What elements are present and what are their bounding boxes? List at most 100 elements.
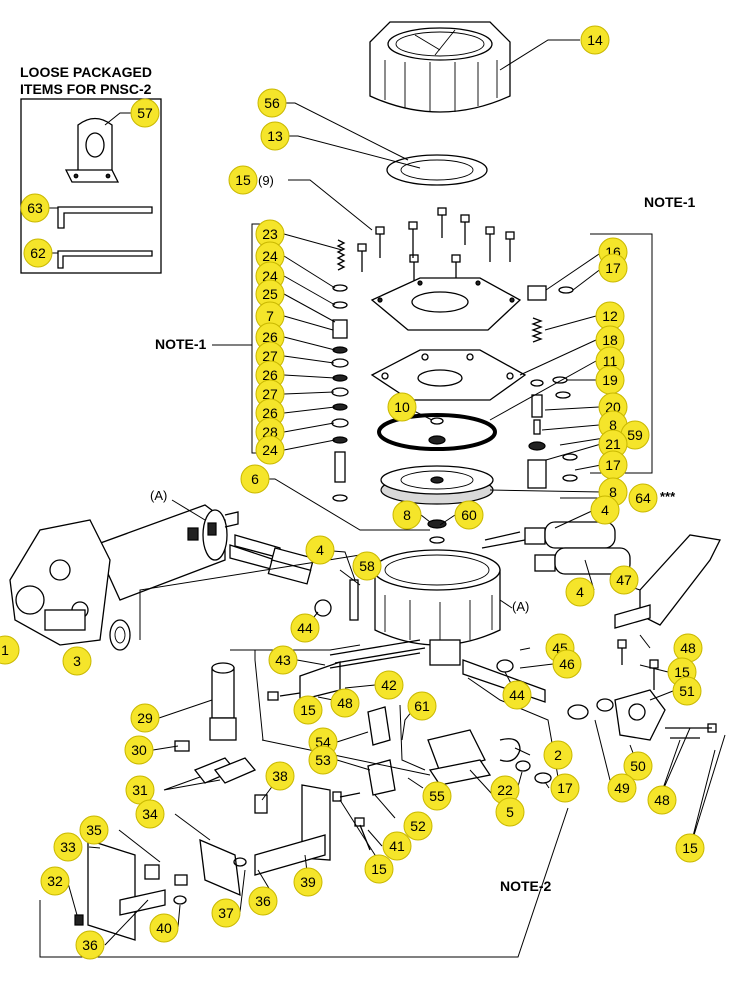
- motor-assembly: [9, 504, 239, 651]
- gasket: [370, 349, 527, 401]
- svg-text:34: 34: [142, 806, 158, 822]
- svg-text:21: 21: [605, 436, 621, 452]
- valve-stack-right: [527, 285, 578, 489]
- callout-30: 30: [124, 735, 154, 765]
- svg-text:17: 17: [605, 457, 621, 473]
- callout-51: 51: [672, 676, 702, 706]
- hose-fittings: [229, 521, 631, 585]
- svg-text:38: 38: [272, 768, 288, 784]
- svg-text:51: 51: [679, 683, 695, 699]
- callout-17-c: 17: [550, 773, 580, 803]
- svg-text:61: 61: [414, 698, 430, 714]
- svg-text:49: 49: [614, 780, 630, 796]
- callout-39: 39: [293, 867, 323, 897]
- callout-22: 22: [490, 775, 520, 805]
- svg-text:3: 3: [73, 653, 81, 669]
- svg-text:23: 23: [262, 226, 278, 242]
- callout-21: 21: [598, 429, 628, 459]
- svg-text:26: 26: [262, 367, 278, 383]
- svg-text:7: 7: [266, 308, 274, 324]
- callout-44-a: 44: [290, 613, 320, 643]
- callout-64: 64: [628, 483, 658, 513]
- loose-items-title-1: LOOSE PACKAGED: [20, 64, 152, 80]
- svg-text:59: 59: [627, 427, 643, 443]
- callout-61: 61: [407, 691, 437, 721]
- svg-text:4: 4: [576, 584, 584, 600]
- callout-8-center: 8: [392, 500, 422, 530]
- svg-text:52: 52: [410, 818, 426, 834]
- callout-33: 33: [53, 832, 83, 862]
- top-housing: [369, 21, 511, 113]
- callout-48-a: 48: [330, 688, 360, 718]
- svg-text:56: 56: [264, 95, 280, 111]
- svg-text:48: 48: [337, 695, 353, 711]
- top-screws: [357, 207, 515, 282]
- callout-4-a: 4: [305, 535, 335, 565]
- bracket-part: [64, 117, 120, 183]
- svg-text:4: 4: [316, 542, 324, 558]
- svg-text:10: 10: [394, 399, 410, 415]
- svg-text:35: 35: [86, 822, 102, 838]
- note1-left-label: NOTE-1: [155, 336, 207, 352]
- svg-text:57: 57: [137, 105, 153, 121]
- svg-text:36: 36: [255, 893, 271, 909]
- callout-25: 25: [255, 279, 285, 309]
- svg-text:8: 8: [609, 484, 617, 500]
- callout-50: 50: [623, 751, 653, 781]
- callout-32: 32: [40, 866, 70, 896]
- switch-block: [367, 706, 552, 796]
- svg-text:41: 41: [389, 838, 405, 854]
- callout-23: 23: [255, 219, 285, 249]
- note2-label: NOTE-2: [500, 878, 552, 894]
- callout-60: 60: [454, 500, 484, 530]
- svg-text:28: 28: [262, 424, 278, 440]
- svg-text:48: 48: [680, 640, 696, 656]
- callout-34: 34: [135, 799, 165, 829]
- connector-lines: [139, 554, 563, 801]
- o-ring: [377, 413, 497, 451]
- svg-text:32: 32: [47, 873, 63, 889]
- svg-text:50: 50: [630, 758, 646, 774]
- callout-15-mid-left: 15: [293, 695, 323, 725]
- callout-37: 37: [211, 898, 241, 928]
- svg-text:8: 8: [609, 417, 617, 433]
- callout-49: 49: [607, 773, 637, 803]
- svg-text:37: 37: [218, 905, 234, 921]
- seal-ring: [386, 154, 488, 186]
- callout-52: 52: [403, 811, 433, 841]
- svg-text:15: 15: [674, 664, 690, 680]
- svg-text:15: 15: [235, 172, 251, 188]
- callout-13: 13: [260, 121, 290, 151]
- svg-text:48: 48: [654, 792, 670, 808]
- callout-24-a: 24: [255, 241, 285, 271]
- loose-items-title-2: ITEMS FOR PNSC-2: [20, 81, 152, 97]
- callout-57: 57: [130, 98, 160, 128]
- callout-15-right-b: 15: [675, 833, 705, 863]
- svg-text:24: 24: [262, 248, 278, 264]
- svg-text:11: 11: [603, 353, 618, 369]
- main-cylinder: [373, 549, 501, 666]
- svg-text:60: 60: [461, 507, 477, 523]
- svg-text:18: 18: [602, 332, 618, 348]
- svg-text:42: 42: [381, 677, 397, 693]
- marker-a-left: (A): [150, 488, 167, 503]
- callout-44-b: 44: [502, 680, 532, 710]
- callout-6: 6: [240, 464, 270, 494]
- callout-4-c: 4: [565, 577, 595, 607]
- svg-text:30: 30: [131, 742, 147, 758]
- svg-text:15: 15: [682, 840, 698, 856]
- callout-31: 31: [125, 775, 155, 805]
- callout-48-c: 48: [647, 785, 677, 815]
- svg-text:8: 8: [403, 507, 411, 523]
- svg-text:26: 26: [262, 329, 278, 345]
- cover-plate: [370, 277, 522, 331]
- loose-items-panel: LOOSE PACKAGED ITEMS FOR PNSC-2: [20, 64, 162, 274]
- part-9-paren: (9): [258, 173, 274, 188]
- triple-asterisk: ***: [660, 489, 676, 504]
- valve-stack-left: [331, 239, 349, 502]
- svg-text:36: 36: [82, 937, 98, 953]
- callout-1: 1: [0, 635, 20, 665]
- callout-47: 47: [609, 565, 639, 595]
- callout-38: 38: [265, 761, 295, 791]
